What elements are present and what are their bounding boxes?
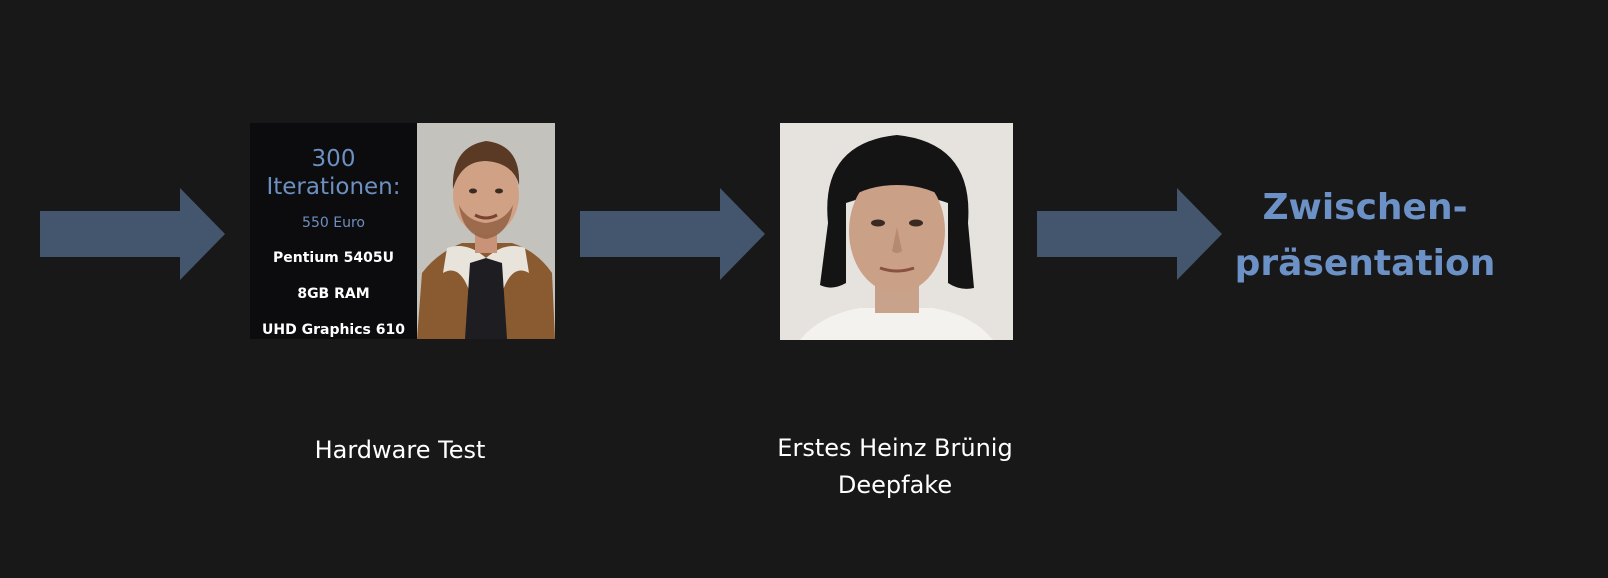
person-photo [417,123,555,339]
spec-ram: 8GB RAM [297,286,370,302]
deepfake-image [780,123,1013,340]
hardware-test-caption: Hardware Test [314,436,486,464]
spec-gpu: UHD Graphics 610 [262,322,405,338]
final-step-line1: Zwischen- [1262,187,1468,228]
price-label: 550 Euro [302,215,365,231]
final-step-title: Zwischen- präsentation [1230,180,1500,292]
hardware-test-image: 300 Iterationen: 550 Euro Pentium 5405U … [250,123,555,339]
final-step-line2: präsentation [1234,243,1496,284]
arrow-right-icon [1037,188,1222,280]
deepfake-caption-line1: Erstes Heinz Brünig [777,434,1013,462]
deepfake-caption-line2: Deepfake [837,471,953,499]
deepfake-caption: Erstes Heinz Brünig Deepfake [760,430,1030,504]
arrow-right-icon [580,188,765,280]
arrow-right-icon [40,188,225,280]
spec-cpu: Pentium 5405U [273,250,394,266]
hardware-spec-panel: 300 Iterationen: 550 Euro Pentium 5405U … [250,123,417,339]
iterations-label: 300 Iterationen: [266,146,401,200]
